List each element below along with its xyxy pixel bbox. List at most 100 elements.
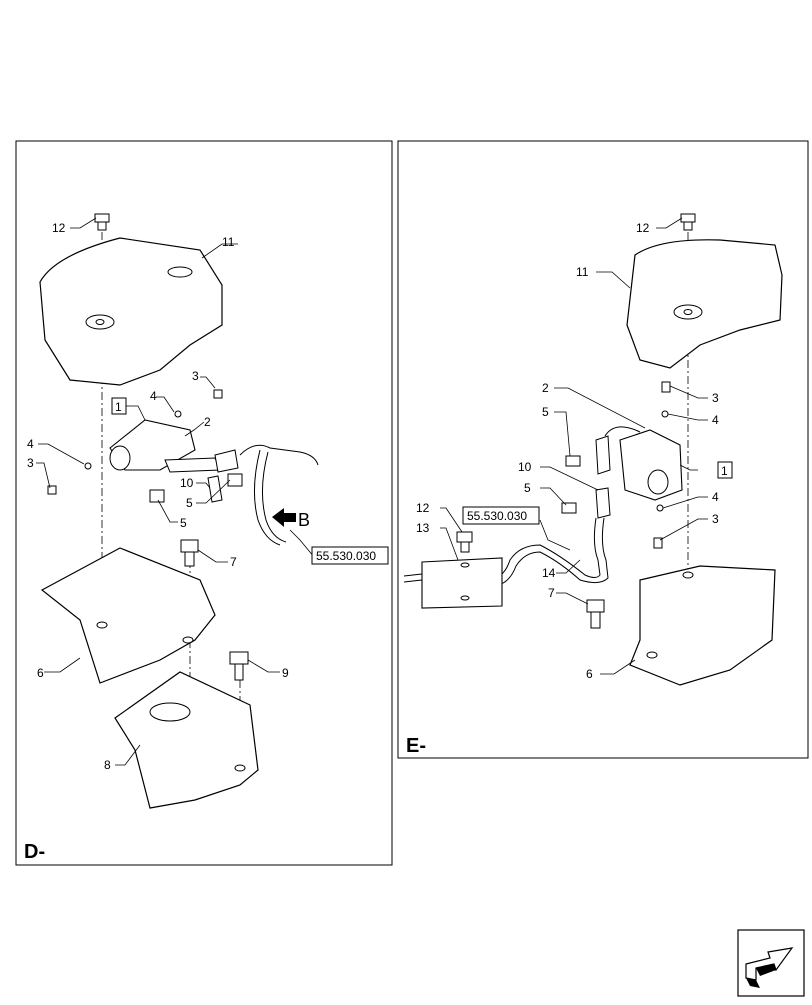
callout-7: 7 xyxy=(548,586,555,600)
callout-3: 3 xyxy=(27,456,34,470)
callout-10: 10 xyxy=(518,460,532,474)
cover-hole xyxy=(85,314,115,330)
ref-code-link[interactable]: 55.530.030 xyxy=(316,549,376,563)
boxed-callout-label: 1 xyxy=(721,464,728,478)
washer-4-icon xyxy=(174,410,182,418)
washer-4-icon xyxy=(84,462,92,470)
wire-harness xyxy=(239,444,319,466)
bolt-7-icon xyxy=(180,539,199,567)
callout-12: 12 xyxy=(416,501,430,515)
callout-12: 12 xyxy=(636,221,650,235)
module-hole xyxy=(460,595,470,601)
washer-4-icon xyxy=(656,504,664,512)
ref-code-box xyxy=(311,546,389,565)
light-lens xyxy=(647,469,669,495)
leader-line xyxy=(126,405,146,421)
view-b-arrow-icon xyxy=(272,508,296,527)
bolt-7-icon xyxy=(586,599,605,629)
wire-harness-14 xyxy=(494,517,601,579)
boxed-callout xyxy=(717,461,733,479)
cover-11 xyxy=(39,237,223,386)
cover-hole xyxy=(95,319,105,325)
bolt-12-icon xyxy=(94,213,110,231)
leader-lines xyxy=(440,217,708,675)
ref-code-box xyxy=(462,506,540,525)
callout-2: 2 xyxy=(204,415,211,429)
callout-3: 3 xyxy=(192,369,199,383)
module-hole xyxy=(460,562,470,568)
callout-13: 13 xyxy=(416,521,430,535)
ref-code-link[interactable]: 55.530.030 xyxy=(467,509,527,523)
connector xyxy=(214,449,239,473)
base-plate-6 xyxy=(629,565,776,686)
bolt-12-icon xyxy=(456,531,473,553)
callout-12: 12 xyxy=(52,221,66,235)
callout-5: 5 xyxy=(186,496,193,510)
nut-5-icon xyxy=(149,489,165,503)
screw-5-icon xyxy=(565,455,581,467)
next-page-arrow-icon[interactable] xyxy=(737,929,805,997)
callout-2: 2 xyxy=(542,381,549,395)
cover-hole xyxy=(683,309,693,315)
callout-3: 3 xyxy=(712,391,719,405)
bolt-9-icon xyxy=(229,651,249,681)
callout-4: 4 xyxy=(27,437,34,451)
callout-7: 7 xyxy=(230,555,237,569)
cover-11 xyxy=(626,239,783,369)
mount-hole xyxy=(234,764,246,772)
panel-e-frame xyxy=(397,140,809,759)
callout-11: 11 xyxy=(222,235,235,249)
base-hole xyxy=(182,636,194,644)
wire-harness-14 xyxy=(497,517,609,586)
nut-5-icon xyxy=(227,473,243,487)
panel-d: 12 11 3 4 2 4 3 10 5 5 7 6 9 8 1 B 55.53… xyxy=(15,140,393,866)
connector xyxy=(595,435,611,475)
callout-14: 14 xyxy=(542,566,556,580)
mount-hole xyxy=(149,702,191,722)
callout-5: 5 xyxy=(180,516,187,530)
wire-harness xyxy=(253,449,281,546)
callout-5: 5 xyxy=(542,405,549,419)
panel-d-label: D- xyxy=(24,841,45,863)
callout-9: 9 xyxy=(282,666,289,680)
callout-10: 10 xyxy=(180,476,194,490)
wire xyxy=(604,426,641,437)
panel-e: 12 11 2 3 5 4 10 5 4 3 12 13 14 7 6 1 55… xyxy=(397,140,809,759)
leader-lines xyxy=(36,217,315,766)
screw-3-icon xyxy=(661,381,671,393)
view-letter-b: B xyxy=(298,510,310,530)
module-wire xyxy=(403,573,423,583)
clip-10-icon xyxy=(207,475,223,503)
callout-4: 4 xyxy=(150,389,157,403)
cover-slot xyxy=(167,266,193,278)
screw-5-icon xyxy=(561,502,577,514)
callout-4: 4 xyxy=(712,490,719,504)
screw-3-icon xyxy=(653,537,663,549)
panel-e-label: E- xyxy=(406,735,426,757)
base-hole xyxy=(682,571,694,579)
mount-bracket-8 xyxy=(114,671,259,809)
control-module-13 xyxy=(421,557,503,609)
panel-d-frame xyxy=(15,140,393,866)
base-hole xyxy=(96,621,108,629)
light-lens xyxy=(109,445,131,471)
washer-4-icon xyxy=(661,410,669,418)
bolt-12-icon xyxy=(680,213,696,231)
base-hole xyxy=(646,651,658,659)
boxed-callout-label: 1 xyxy=(115,400,122,414)
cover-hole xyxy=(673,304,703,320)
callout-5: 5 xyxy=(524,481,531,495)
connector xyxy=(164,457,221,473)
callout-6: 6 xyxy=(37,666,44,680)
callout-3: 3 xyxy=(712,512,719,526)
screw-3-icon xyxy=(213,389,223,399)
callout-6: 6 xyxy=(586,667,593,681)
callout-11: 11 xyxy=(576,265,589,279)
callout-4: 4 xyxy=(712,413,719,427)
base-plate-6 xyxy=(40,547,216,684)
connector xyxy=(595,487,611,519)
wire-harness xyxy=(261,451,287,543)
screw-3-icon xyxy=(47,485,57,495)
